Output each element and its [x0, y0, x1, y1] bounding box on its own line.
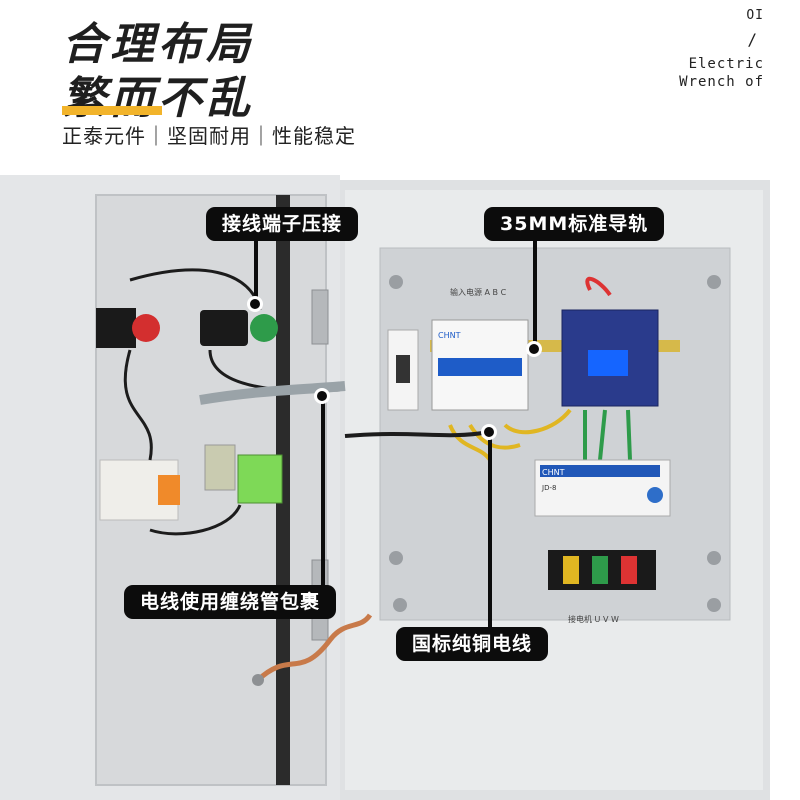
transformer-icon — [204, 444, 236, 491]
output-motor-label: 接电机 U V W — [568, 614, 619, 624]
brand-mark-top: OI — [746, 8, 764, 23]
headline-line-1: 合理布局 — [62, 19, 254, 70]
input-power-label: 输入电源 A B C — [450, 287, 507, 297]
door-wiring — [123, 268, 341, 536]
plate-screw-icon — [707, 551, 721, 565]
isolator-lever — [396, 355, 410, 383]
panel-to-door-wiring — [344, 430, 491, 438]
door-button-housing — [96, 308, 136, 348]
relay-terminal — [158, 475, 180, 505]
door-button-housing — [200, 310, 248, 346]
copper-leader-line — [488, 432, 492, 628]
hinge-icon — [311, 289, 329, 345]
copper-ground-wire — [256, 613, 373, 682]
plate-screw-icon — [393, 598, 407, 612]
headline-line-2: 繁而不乱 — [62, 73, 254, 124]
brand-text-line-2: Wrench of — [679, 74, 764, 90]
breaker-brand: CHNT — [438, 331, 461, 340]
plate-screw-icon — [707, 275, 721, 289]
rail-marker-dot — [526, 341, 542, 357]
green-indicator-icon — [250, 314, 278, 342]
breaker-levers — [438, 358, 522, 376]
copper-marker-dot — [481, 424, 497, 440]
headline-accent-bar — [62, 106, 162, 115]
contactor-window — [588, 350, 628, 376]
phase-wires — [448, 408, 572, 462]
callout-din-rail: 35MM标准导轨 — [484, 207, 665, 241]
plate-screw-icon — [707, 598, 721, 612]
door-gasket — [276, 195, 290, 785]
control-box-photo: CHNT 输入电源 A B C CHNT JD-8 接电机 U V W — [0, 175, 770, 800]
sleeve-leader-line — [321, 396, 325, 586]
callout-terminal-crimp: 接线端子压接 — [206, 207, 359, 241]
callout-copper-wire: 国标纯铜电线 — [396, 627, 549, 661]
callout-wire-sleeve: 电线使用缠绕管包裹 — [124, 585, 337, 619]
crimp-marker-dot — [247, 296, 263, 312]
spiral-wrap-sleeve — [199, 381, 346, 405]
plate-screw-icon — [389, 551, 403, 565]
sleeve-marker-dot — [314, 388, 330, 404]
red-indicator-icon — [132, 314, 160, 342]
ground-bolt-icon — [252, 674, 264, 686]
protector-brand: CHNT — [542, 468, 565, 477]
plate-screw-icon — [389, 275, 403, 289]
brand-mark-slash: / — [747, 30, 758, 49]
protector-model: JD-8 — [541, 484, 556, 492]
brand-text-line-1: Electric — [688, 56, 764, 72]
subheadline: 正泰元件｜坚固耐用｜性能稳定 — [62, 124, 356, 148]
protector-knob-icon — [647, 487, 663, 503]
crimp-leader-line — [254, 241, 258, 301]
relay-green-icon — [237, 454, 283, 504]
rail-leader-line — [533, 241, 537, 349]
